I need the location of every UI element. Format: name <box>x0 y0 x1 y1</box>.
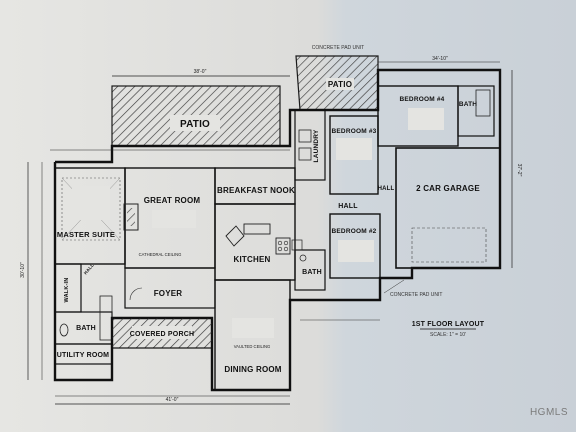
dining-room-walls <box>214 279 291 391</box>
washer-icon <box>298 129 312 143</box>
foyer-label: FOYER <box>154 289 183 298</box>
hall-vertical-label: HALL <box>378 186 395 192</box>
burner-icon <box>277 246 283 252</box>
range-icon <box>275 237 291 255</box>
dryer-icon <box>298 147 312 161</box>
concrete-pad-top-note: CONCRETE PAD UNIT <box>312 45 364 51</box>
garage-walls <box>395 147 501 269</box>
bedroom-3-note-bg <box>336 138 372 160</box>
bedroom-2-note-bg <box>338 240 374 262</box>
dining-note-bg <box>232 318 274 338</box>
floor-scale: SCALE: 1" = 10' <box>430 332 466 338</box>
fireplace-hearth <box>127 208 135 226</box>
laundry-walls <box>294 109 326 181</box>
vaulted-ceiling-label: VAULTED CEILING <box>234 344 271 349</box>
floor-layout-title: 1ST FLOOR LAYOUT <box>412 321 485 328</box>
master-bath-label: BATH <box>76 325 96 332</box>
great-room-label: GREAT ROOM <box>144 196 201 205</box>
bedroom-2-label: BEDROOM #2 <box>332 228 377 235</box>
garage-door-track <box>411 227 487 263</box>
upper-bath-walls <box>457 85 495 137</box>
fridge-icon <box>291 239 303 251</box>
covered-porch-label: COVERED PORCH <box>130 331 194 338</box>
breakfast-nook-label: BREAKFAST NOOK <box>217 186 295 195</box>
bedroom-3-walls <box>329 115 379 195</box>
bedroom-4-note-bg <box>408 108 444 130</box>
bedroom-4-label: BEDROOM #4 <box>400 96 445 103</box>
dimension-right: 37'-2" <box>516 164 522 177</box>
walk-in-label: WALK-IN <box>64 278 70 303</box>
dimension-garage: 34'-10" <box>432 56 448 62</box>
kitchen-island <box>225 225 245 247</box>
patio-label-bg <box>170 115 220 131</box>
upper-bath-label: BATH <box>459 101 477 108</box>
dimension-left: 30'-10" <box>20 262 26 278</box>
leader-line <box>383 279 405 294</box>
concrete-pad-note: CONCRETE PAD UNIT <box>390 292 442 298</box>
utility-room-walls <box>54 343 113 365</box>
covered-porch-label-bg <box>132 326 192 339</box>
garage-label: 2 CAR GARAGE <box>416 184 480 193</box>
hall-bath-walls <box>294 249 326 291</box>
kitchen-label: KITCHEN <box>234 255 271 264</box>
fireplace-icon <box>123 203 139 231</box>
patio-upper-label: PATIO <box>328 80 352 89</box>
toilet-icon <box>59 323 69 337</box>
patio-main-label: PATIO <box>180 119 210 130</box>
great-room-note-bg <box>152 210 196 228</box>
burner-icon <box>283 246 289 252</box>
dimension-top: 38'-0" <box>194 69 207 75</box>
vanity <box>99 295 113 341</box>
burner-icon <box>277 240 283 246</box>
bedroom-2-walls <box>329 213 381 279</box>
bathtub-icon <box>475 89 491 117</box>
foyer-walls <box>124 267 216 309</box>
watermark: HGMLS <box>529 407 568 418</box>
burner-icon <box>283 240 289 246</box>
patio-upper-label-bg <box>326 78 354 90</box>
tray-ceiling <box>61 177 121 241</box>
master-note-bg <box>72 186 110 220</box>
bedroom-3-label: BEDROOM #3 <box>332 128 377 135</box>
door-swing <box>129 287 143 301</box>
dining-room-label: DINING ROOM <box>224 365 281 374</box>
master-suite-label: MASTER SUITE <box>57 230 115 239</box>
sink-icon <box>299 254 307 262</box>
kitchen-counter <box>243 223 271 235</box>
hall-center-label: HALL <box>338 203 358 210</box>
utility-room-label: UTILITY ROOM <box>57 352 109 359</box>
cathedral-ceiling-label: CATHEDRAL CEILING <box>139 252 182 257</box>
dimension-bottom: 41'-0" <box>166 397 179 403</box>
laundry-label: LAUNDRY <box>313 129 320 162</box>
kitchen-walls <box>214 203 296 281</box>
hall-bath-label: BATH <box>302 269 322 276</box>
